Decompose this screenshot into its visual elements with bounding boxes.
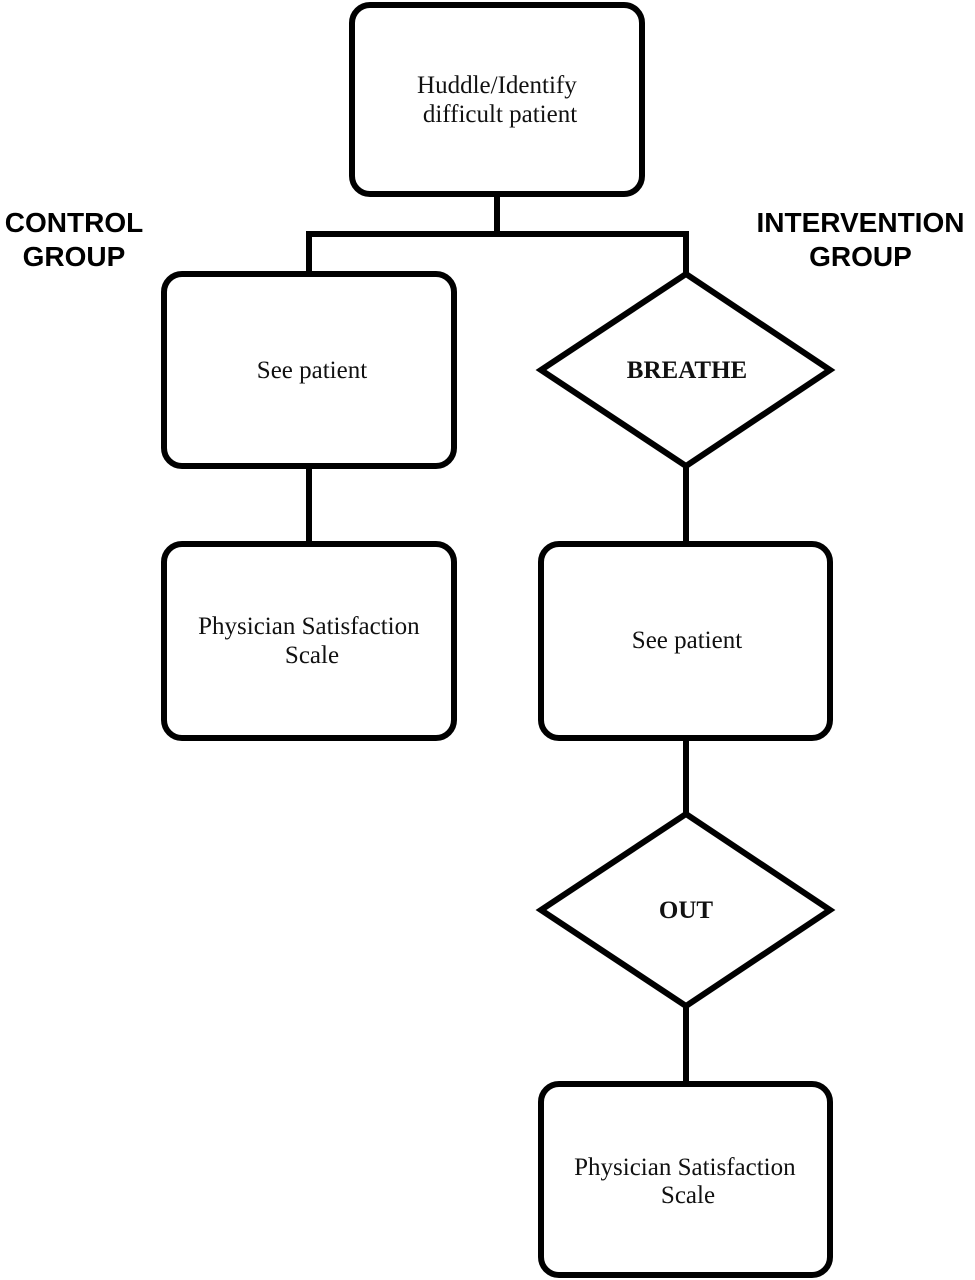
intervention-satisfaction-scale-node: Physician Satisfaction Scale xyxy=(538,1081,833,1278)
intervention-group-label-line-1: INTERVENTION xyxy=(756,207,965,238)
start-node-text: Huddle/Identify difficult patient xyxy=(417,72,583,128)
control-group-label-line-2: GROUP xyxy=(22,241,126,272)
control-satisfaction-scale-text: Physician Satisfaction Scale xyxy=(198,613,426,669)
out-decision-node: OUT xyxy=(535,810,836,1010)
control-group-label-line-1: CONTROL xyxy=(4,207,144,238)
intervention-group-label: INTERVENTION GROUP xyxy=(748,206,973,274)
control-group-label: CONTROL GROUP xyxy=(0,206,148,274)
control-satisfaction-scale-node: Physician Satisfaction Scale xyxy=(161,541,457,741)
intervention-satisfaction-scale-text: Physician Satisfaction Scale xyxy=(574,1154,802,1209)
breathe-text: BREATHE xyxy=(627,357,747,384)
start-node: Huddle/Identify difficult patient xyxy=(349,2,645,197)
control-see-patient-text: See patient xyxy=(257,357,367,384)
connectors xyxy=(306,191,689,1087)
intervention-see-patient-text: See patient xyxy=(632,627,742,654)
control-see-patient-node: See patient xyxy=(161,271,457,469)
out-text: OUT xyxy=(659,897,714,924)
intervention-see-patient-node: See patient xyxy=(538,541,833,741)
breathe-decision-node: BREATHE xyxy=(535,270,836,470)
intervention-group-label-line-2: GROUP xyxy=(809,241,912,272)
